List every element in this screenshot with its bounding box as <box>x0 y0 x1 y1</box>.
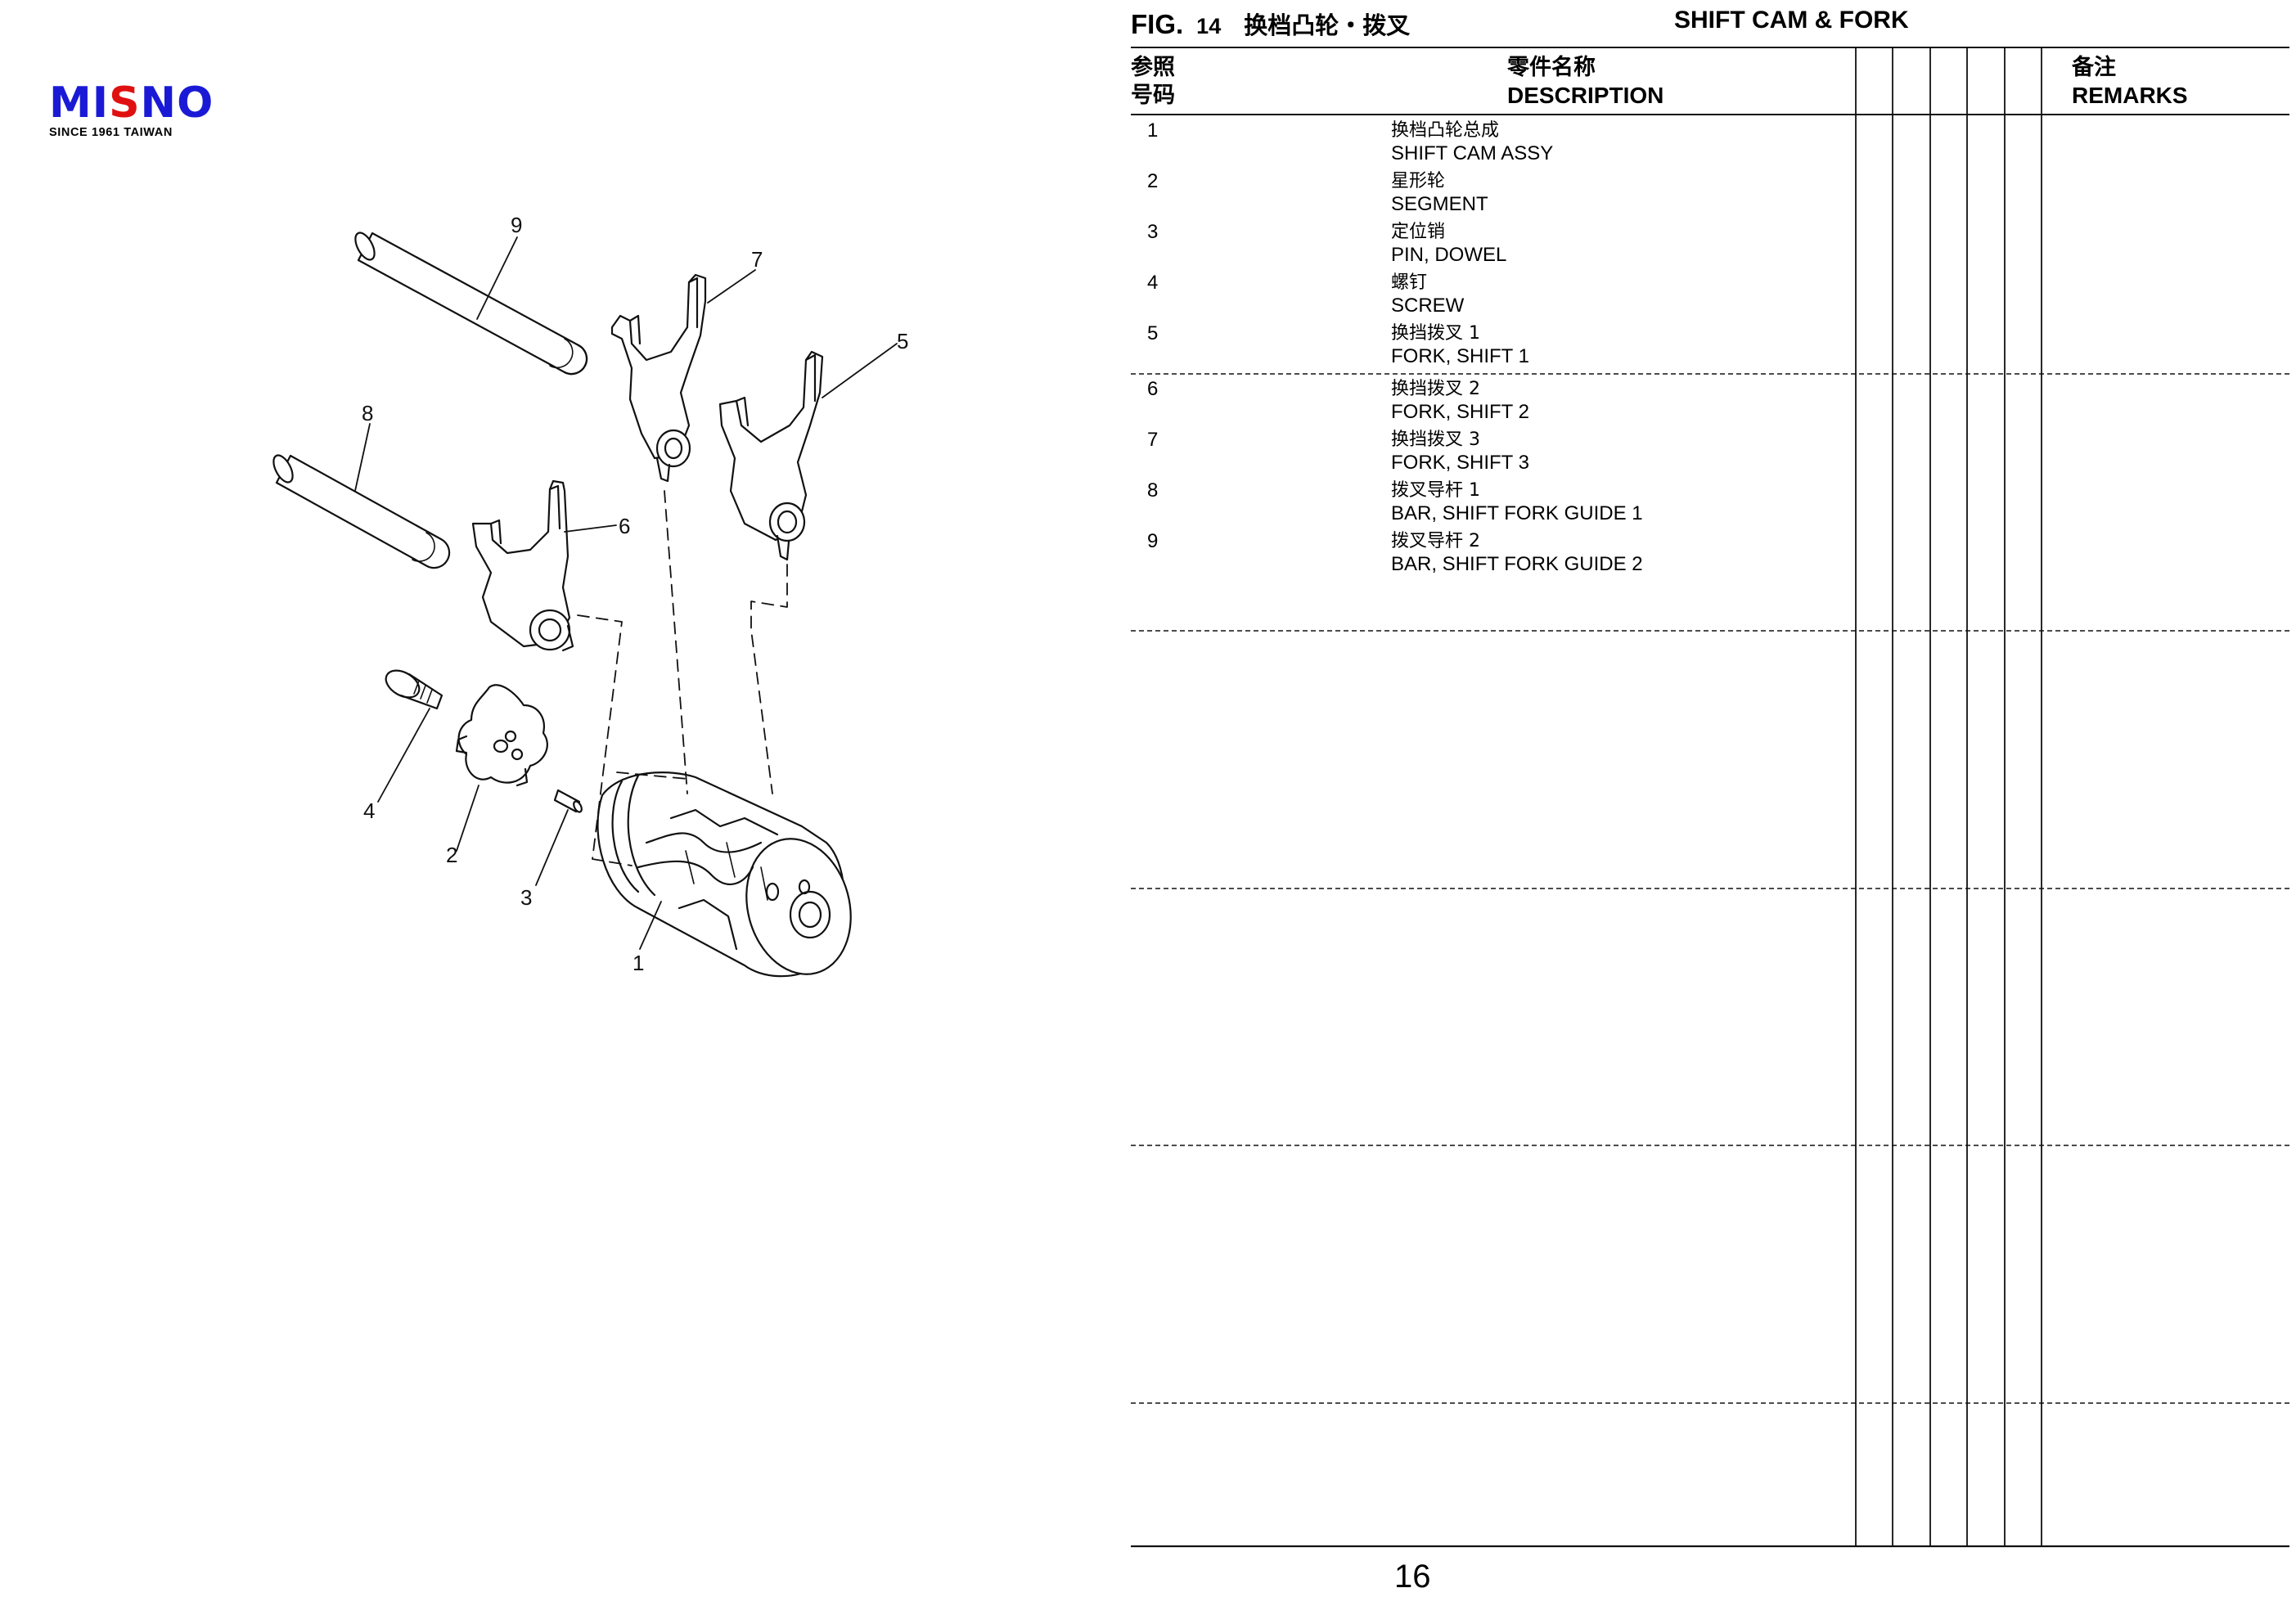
callout-1: 1 <box>633 951 644 975</box>
screw-4 <box>385 669 443 710</box>
segment-2 <box>455 684 548 787</box>
part-name-en: FORK, SHIFT 3 <box>1391 452 1529 474</box>
callout-7: 7 <box>751 247 763 272</box>
brand-logo: MISNO SINCE 1961 TAIWAN <box>49 82 214 139</box>
ref-number: 1 <box>1147 119 1159 142</box>
dowel-pin-3 <box>553 789 583 813</box>
remarks-header-en: REMARKS <box>2072 83 2188 108</box>
part-name-cn: 拨叉导杆 2 <box>1391 531 1480 551</box>
callout-2: 2 <box>446 843 457 867</box>
page-number: 16 <box>1394 1559 1431 1595</box>
ref-header-cn-1: 参照 <box>1131 55 1175 80</box>
part-name-en: SEGMENT <box>1391 193 1488 215</box>
part-name-cn: 换挡拨叉 1 <box>1391 323 1480 344</box>
description-header-en: DESCRIPTION <box>1507 83 1664 108</box>
figure-title: FIG. 14 换档凸轮・拨叉 <box>1131 7 1410 43</box>
shift-fork-6 <box>471 479 574 652</box>
guide-bar-9 <box>354 232 588 376</box>
brand-s: S <box>109 79 141 128</box>
part-name-cn: 换挡拨叉 3 <box>1391 430 1480 450</box>
callout-5: 5 <box>897 329 908 353</box>
part-name-cn: 螺钉 <box>1391 272 1428 293</box>
shift-fork-7 <box>610 273 707 483</box>
part-name-en: FORK, SHIFT 2 <box>1391 401 1529 423</box>
callout-4: 4 <box>363 799 375 823</box>
ref-number: 6 <box>1147 378 1159 400</box>
brand-mi: MI <box>49 79 110 128</box>
ref-number: 7 <box>1147 429 1159 451</box>
assembly-lines <box>577 490 788 866</box>
brand-tagline: SINCE 1961 TAIWAN <box>49 126 173 139</box>
part-name-cn: 换挡拨叉 2 <box>1391 379 1480 399</box>
brand-wordmark: MISNO <box>49 82 214 124</box>
ref-number: 9 <box>1147 530 1159 552</box>
ref-column-header: 参照 号码 <box>1131 54 1175 110</box>
part-name-cn: 定位销 <box>1391 222 1446 242</box>
part-name-cn: 拨叉导杆 1 <box>1391 480 1480 501</box>
shift-cam-1 <box>597 772 852 978</box>
part-name-en: SHIFT CAM ASSY <box>1391 142 1554 164</box>
part-name-en: BAR, SHIFT FORK GUIDE 1 <box>1391 502 1643 524</box>
figure-number: 14 <box>1196 14 1222 38</box>
callout-3: 3 <box>520 885 532 910</box>
part-name-en: FORK, SHIFT 1 <box>1391 345 1529 367</box>
figure-label: FIG. <box>1131 9 1184 39</box>
callout-9: 9 <box>511 213 522 237</box>
figure-title-en: SHIFT CAM & FORK <box>1674 7 1909 34</box>
part-name-en: SCREW <box>1391 295 1465 317</box>
part-name-en: PIN, DOWEL <box>1391 244 1507 266</box>
remarks-column-header: 备注 REMARKS <box>2072 54 2188 110</box>
ref-number: 3 <box>1147 221 1159 243</box>
ref-header-cn-2: 号码 <box>1131 83 1175 108</box>
ref-number: 5 <box>1147 322 1159 344</box>
ref-number: 8 <box>1147 479 1159 502</box>
ref-number: 2 <box>1147 170 1159 192</box>
part-name-cn: 星形轮 <box>1391 171 1446 191</box>
figure-title-cn: 换档凸轮・拨叉 <box>1244 11 1411 39</box>
part-name-cn: 换档凸轮总成 <box>1391 120 1500 141</box>
shift-fork-5 <box>718 350 824 561</box>
table-grid <box>1131 47 2289 1548</box>
callout-8: 8 <box>362 401 373 425</box>
description-header-cn: 零件名称 <box>1507 55 1596 80</box>
description-column-header: 零件名称 DESCRIPTION <box>1507 54 1663 110</box>
callout-6: 6 <box>619 514 630 538</box>
remarks-header-cn: 备注 <box>2072 55 2116 80</box>
brand-no: NO <box>140 79 214 128</box>
leader-lines <box>354 236 898 950</box>
guide-bar-8 <box>272 454 451 569</box>
exploded-parts-diagram: 9 7 5 8 6 4 2 3 1 <box>272 213 908 978</box>
ref-number: 4 <box>1147 272 1159 294</box>
part-name-en: BAR, SHIFT FORK GUIDE 2 <box>1391 553 1643 575</box>
